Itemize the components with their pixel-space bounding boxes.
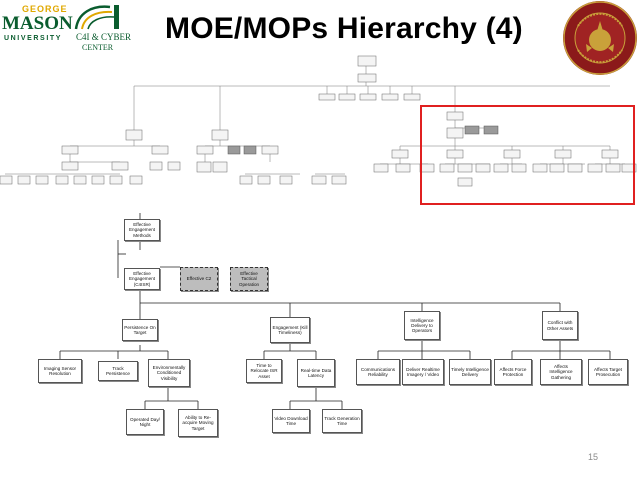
node-imaging-sensor-resolution: Imaging Sensor Resolution: [38, 359, 82, 383]
node-engagement-kill-timeliness: Engagement (Kill Timeliness): [270, 317, 310, 343]
node-video-download-time: Video Download Time: [272, 409, 310, 433]
gmu-logo-george: GEORGE: [22, 4, 68, 14]
node-intelligence-delivery: Intelligence Delivery to Operators: [404, 311, 440, 340]
node-environmentally-conditioned-visibility: Environmentally Conditioned Visibility: [148, 359, 190, 387]
node-real-time-data-latency: Real-time Data Latency: [297, 359, 335, 387]
node-effective-c2: Effective C2: [180, 267, 218, 291]
node-communications-reliability: Communications Reliability: [356, 359, 400, 385]
node-persistence-on-target: Persistence On Target: [122, 319, 158, 341]
node-timely-intelligence-delivery: Timely Intelligence Delivery: [449, 359, 491, 385]
c4i-logo-line2: CENTER: [82, 43, 114, 52]
gmu-logo: GEORGE MASON UNIVERSITY: [2, 4, 73, 48]
diagram-connectors: [59, 213, 611, 409]
node-track-generation-time: Track Generation Time: [322, 409, 362, 433]
c4i-cyber-center-logo: C4I & CYBER CENTER: [70, 3, 132, 53]
node-ability-to-reacquire-moving-target: Ability to Re-acquire Moving Target: [178, 409, 218, 437]
slide-title: MOE/MOPs Hierarchy (4): [165, 12, 523, 45]
node-affects-intelligence-gathering: Affects Intelligence Gathering: [540, 359, 582, 385]
node-track-persistence: Track Persistence: [98, 361, 138, 381]
node-deliver-realtime-imagery: Deliver Realtime Imagery / Video: [402, 359, 444, 385]
node-operated-day-night: Operated Day/ Night: [126, 409, 164, 435]
c4i-swoosh-icon: [74, 5, 119, 30]
moe-mop-hierarchy-diagram: Effective Engagement Methods Effective E…: [0, 205, 638, 450]
node-affects-target-prosecution: Affects Target Prosecution: [588, 359, 628, 385]
c4i-logo-line1: C4I & CYBER: [76, 32, 132, 42]
gmu-logo-university: UNIVERSITY: [4, 35, 63, 42]
page-number: 15: [588, 452, 599, 462]
node-conflict-with-other-assets: Conflict with Other Assets: [542, 311, 578, 340]
gmu-logo-mason: MASON: [2, 13, 73, 34]
node-root: Effective Engagement Methods: [124, 219, 160, 241]
node-time-to-relocate-isr-asset: Time to Relocate ISR Asset: [246, 359, 282, 383]
node-effective-tactical-operation: Effective Tactical Operation: [230, 267, 268, 291]
hierarchy-overview-thumbnail: [0, 55, 637, 187]
node-affects-force-protection: Affects Force Protection: [494, 359, 532, 385]
node-effective-engagement: Effective Engagement (C4ISR): [124, 268, 160, 290]
marine-corps-seal-icon: [563, 1, 637, 75]
red-highlight-box: [420, 105, 635, 205]
